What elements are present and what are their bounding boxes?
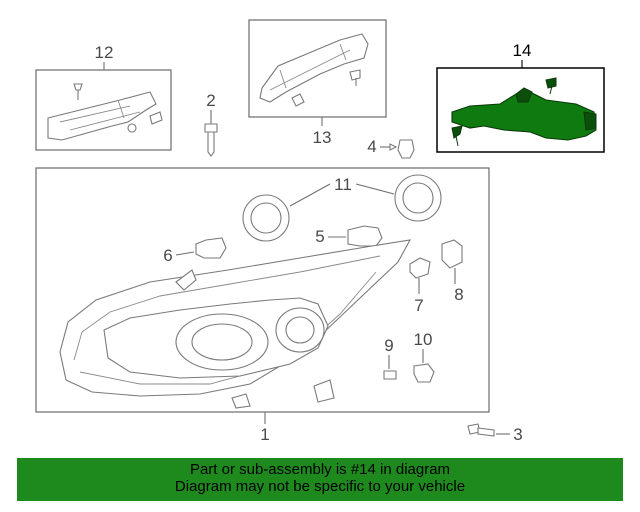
part-12-group[interactable]: 12 — [35, 43, 172, 151]
banner-line-2: Diagram may not be specific to your vehi… — [174, 478, 466, 495]
leader-11b — [355, 183, 395, 195]
part-13-group[interactable]: 13 — [248, 19, 387, 147]
part-5-bulb — [347, 225, 383, 247]
callout-4: 4 — [367, 137, 376, 156]
part-2-head — [204, 123, 218, 133]
part-14-group[interactable]: 14 — [436, 41, 605, 153]
banner-line-1: Part or sub-assembly is #14 in diagram — [189, 461, 451, 478]
callout-13: 13 — [313, 128, 332, 147]
part-13-screw — [349, 69, 361, 86]
callout-14: 14 — [513, 41, 532, 60]
part-3-group[interactable]: 3 — [467, 423, 523, 444]
part-9-bulb — [383, 370, 397, 380]
callout-10: 10 — [414, 330, 433, 349]
part-12-bracket — [47, 91, 157, 141]
info-banner: Part or sub-assembly is #14 in diagram D… — [17, 458, 623, 501]
part-14-bracket — [451, 91, 597, 141]
parts-diagram: 12 13 14 2 4 — [35, 19, 605, 444]
part-6-bulb — [195, 237, 227, 259]
leader-6 — [175, 251, 195, 256]
part-3-shank — [477, 427, 495, 437]
callout-12: 12 — [95, 43, 114, 62]
leader-11a — [289, 183, 331, 207]
callout-3: 3 — [513, 425, 522, 444]
part-8-socket — [441, 239, 463, 269]
callout-8: 8 — [454, 285, 463, 304]
callout-11: 11 — [334, 175, 352, 194]
part-13-screw-2 — [291, 93, 305, 107]
part-12-screw — [73, 83, 83, 100]
callout-1: 1 — [260, 425, 269, 444]
callout-7: 7 — [414, 296, 423, 315]
part-7-bulb — [409, 257, 431, 279]
part-2-group[interactable]: 2 — [204, 91, 218, 157]
callout-9: 9 — [384, 336, 393, 355]
callout-2: 2 — [206, 91, 215, 110]
callout-5: 5 — [315, 227, 324, 246]
part-4-clip — [397, 139, 415, 159]
part-10-socket — [413, 363, 435, 383]
callout-6: 6 — [163, 246, 172, 265]
part-14-screw — [545, 77, 557, 95]
part-4-group[interactable]: 4 — [367, 137, 415, 159]
part-14-screw-2 — [451, 125, 463, 147]
part-12-screw-2 — [149, 111, 163, 125]
part-2-shank — [207, 131, 215, 157]
part-1-group[interactable]: 11 6 5 8 7 9 10 — [35, 167, 490, 444]
